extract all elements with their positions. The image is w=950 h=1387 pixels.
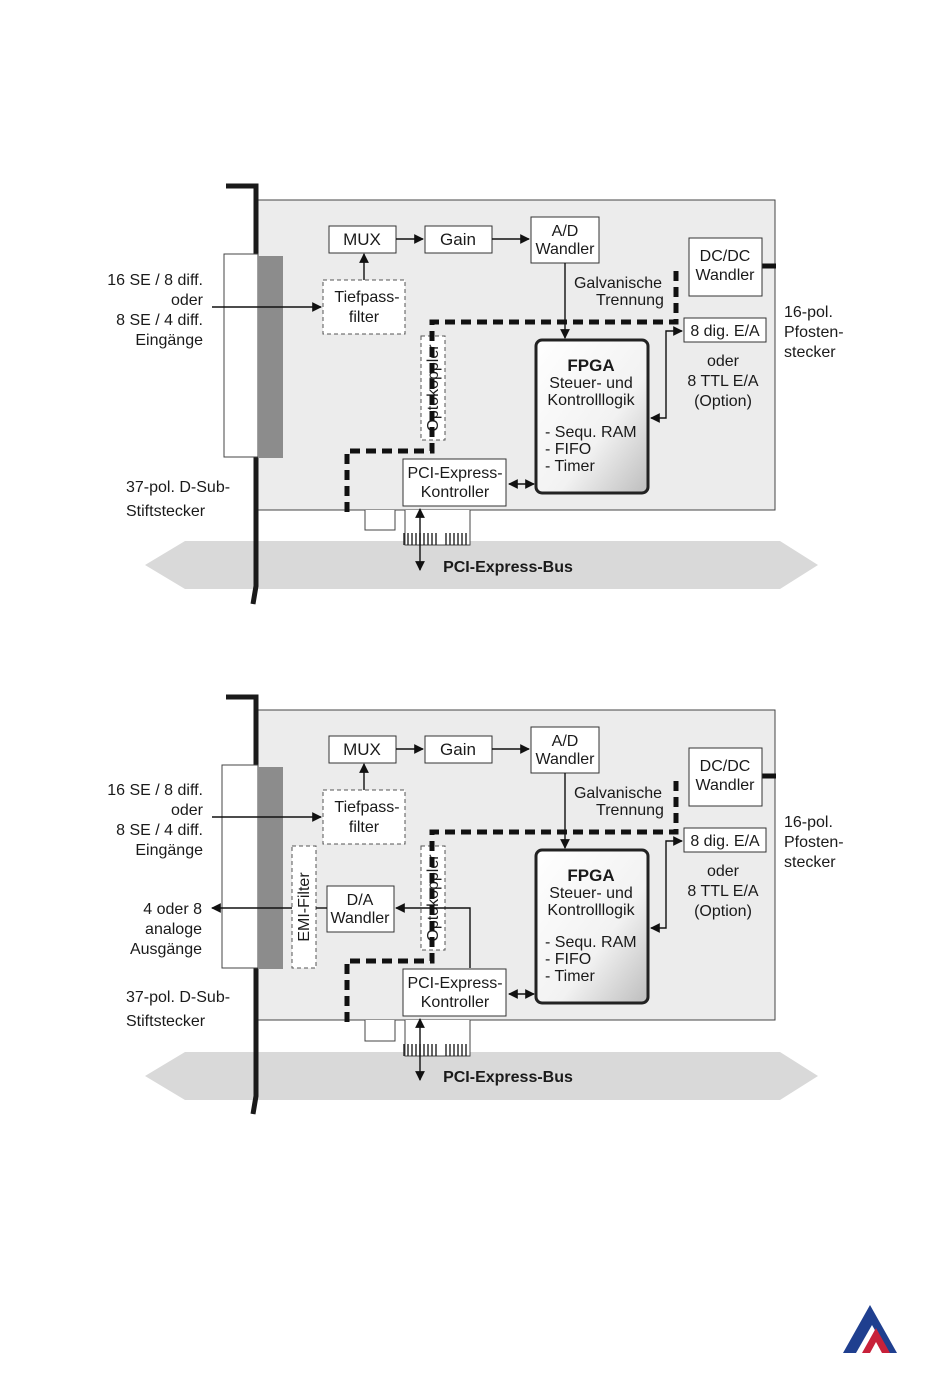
dsub-outline <box>221 764 259 969</box>
oder-label-2: 8 TTL E/A <box>687 883 758 900</box>
oder-label-3: (Option) <box>694 393 752 410</box>
tiefpass-label-2: filter <box>349 309 380 326</box>
dcdc-label-2: Wandler <box>696 267 756 284</box>
oder-label-2: 8 TTL E/A <box>687 373 758 390</box>
tiefpass-box <box>322 789 406 845</box>
gain-box <box>424 225 493 254</box>
header-label-3: stecker <box>784 344 836 361</box>
pci-express-bus-arrow <box>145 1052 818 1100</box>
pcie-ctrl-label-1: PCI-Express- <box>407 975 502 992</box>
gain-label: Gain <box>440 230 476 249</box>
outputs-label-2: analoge <box>145 921 202 938</box>
diagram-top: MUX Gain A/D Wandler DC/DC Wandler Galva… <box>107 183 844 605</box>
pci-express-bus-arrow <box>145 541 818 589</box>
dsub-label-2: Stiftstecker <box>126 503 206 520</box>
dsub-connector <box>258 256 283 458</box>
bus-label: PCI-Express-Bus <box>443 1069 573 1086</box>
fpga-item-2: - FIFO <box>545 951 591 968</box>
header-label-2: Pfosten- <box>784 834 844 851</box>
emi-label: EMI-Filter <box>296 872 313 942</box>
tiefpass-label-1: Tiefpass- <box>334 289 399 306</box>
gain-box <box>424 735 493 764</box>
galv-label-2: Trennung <box>596 292 664 309</box>
fpga-box <box>534 848 650 1005</box>
isolation-line <box>344 776 679 1022</box>
oder-label-1: oder <box>707 353 740 370</box>
inputs-label-1: 16 SE / 8 diff. <box>107 782 203 799</box>
dcdc-box <box>688 747 763 807</box>
header-label-2: Pfosten- <box>784 324 844 341</box>
pcie-ctrl-box <box>402 968 507 1017</box>
pcie-ctrl-label-1: PCI-Express- <box>407 465 502 482</box>
diagram-bottom: MUX Gain A/D Wandler DC/DC Wandler Galva… <box>107 694 844 1115</box>
dcdc-label-1: DC/DC <box>700 248 751 265</box>
isolation-line <box>344 266 679 512</box>
fpga-title: FPGA <box>567 356 614 375</box>
company-logo-icon <box>843 1305 897 1353</box>
inputs-label-3: 8 SE / 4 diff. <box>116 312 203 329</box>
dig-box <box>683 827 767 853</box>
dsub-label-1: 37-pol. D-Sub- <box>126 989 230 1006</box>
fpga-item-1: - Sequ. RAM <box>545 934 637 951</box>
dig-label: 8 dig. E/A <box>690 323 760 340</box>
gain-label: Gain <box>440 740 476 759</box>
galv-label-1: Galvanische <box>574 275 662 292</box>
fpga-item-3: - Timer <box>545 968 595 985</box>
dcdc-box <box>688 237 763 297</box>
fpga-sub-2: Kontrolllogik <box>547 392 635 409</box>
fpga-sub-1: Steuer- und <box>549 885 633 902</box>
dsub-label-2: Stiftstecker <box>126 1013 206 1030</box>
inputs-label-4: Eingänge <box>135 332 203 349</box>
mux-label: MUX <box>343 230 381 249</box>
ad-label-2: Wandler <box>536 751 596 768</box>
dcdc-label-2: Wandler <box>696 777 756 794</box>
inputs-label-1: 16 SE / 8 diff. <box>107 272 203 289</box>
inputs-label-2: oder <box>171 292 204 309</box>
pcie-ctrl-label-2: Kontroller <box>421 994 490 1011</box>
tiefpass-label-2: filter <box>349 819 380 836</box>
dig-box <box>683 317 767 343</box>
galv-label-1: Galvanische <box>574 785 662 802</box>
fpga-title: FPGA <box>567 866 614 885</box>
fpga-item-2: - FIFO <box>545 441 591 458</box>
ad-label-2: Wandler <box>536 241 596 258</box>
header-label-1: 16-pol. <box>784 814 833 831</box>
header-label-3: stecker <box>784 854 836 871</box>
oder-label-1: oder <box>707 863 740 880</box>
outputs-label-1: 4 oder 8 <box>143 901 202 918</box>
pcie-ctrl-box <box>402 458 507 507</box>
bus-label: PCI-Express-Bus <box>443 559 573 576</box>
galv-label-2: Trennung <box>596 802 664 819</box>
da-label-2: Wandler <box>331 910 391 927</box>
mux-box <box>328 225 397 254</box>
fpga-item-3: - Timer <box>545 458 595 475</box>
header-label-1: 16-pol. <box>784 304 833 321</box>
inputs-label-2: oder <box>171 802 204 819</box>
da-box <box>326 885 395 933</box>
inputs-label-4: Eingänge <box>135 842 203 859</box>
oder-label-3: (Option) <box>694 903 752 920</box>
dsub-outline <box>223 253 259 458</box>
fpga-sub-2: Kontrolllogik <box>547 902 635 919</box>
dsub-connector <box>258 767 283 969</box>
tiefpass-label-1: Tiefpass- <box>334 799 399 816</box>
dcdc-label-1: DC/DC <box>700 758 751 775</box>
pcie-ctrl-label-2: Kontroller <box>421 484 490 501</box>
dsub-label-1: 37-pol. D-Sub- <box>126 479 230 496</box>
da-label-1: D/A <box>347 892 374 909</box>
dig-label: 8 dig. E/A <box>690 833 760 850</box>
fpga-sub-1: Steuer- und <box>549 375 633 392</box>
tiefpass-box <box>322 279 406 335</box>
ad-label-1: A/D <box>552 733 579 750</box>
emi-box <box>291 845 317 969</box>
fpga-item-1: - Sequ. RAM <box>545 424 637 441</box>
mux-label: MUX <box>343 740 381 759</box>
ad-label-1: A/D <box>552 223 579 240</box>
inputs-label-3: 8 SE / 4 diff. <box>116 822 203 839</box>
ad-box <box>530 216 600 264</box>
mux-box <box>328 735 397 764</box>
outputs-label-3: Ausgänge <box>130 941 202 958</box>
fpga-box <box>534 338 650 495</box>
